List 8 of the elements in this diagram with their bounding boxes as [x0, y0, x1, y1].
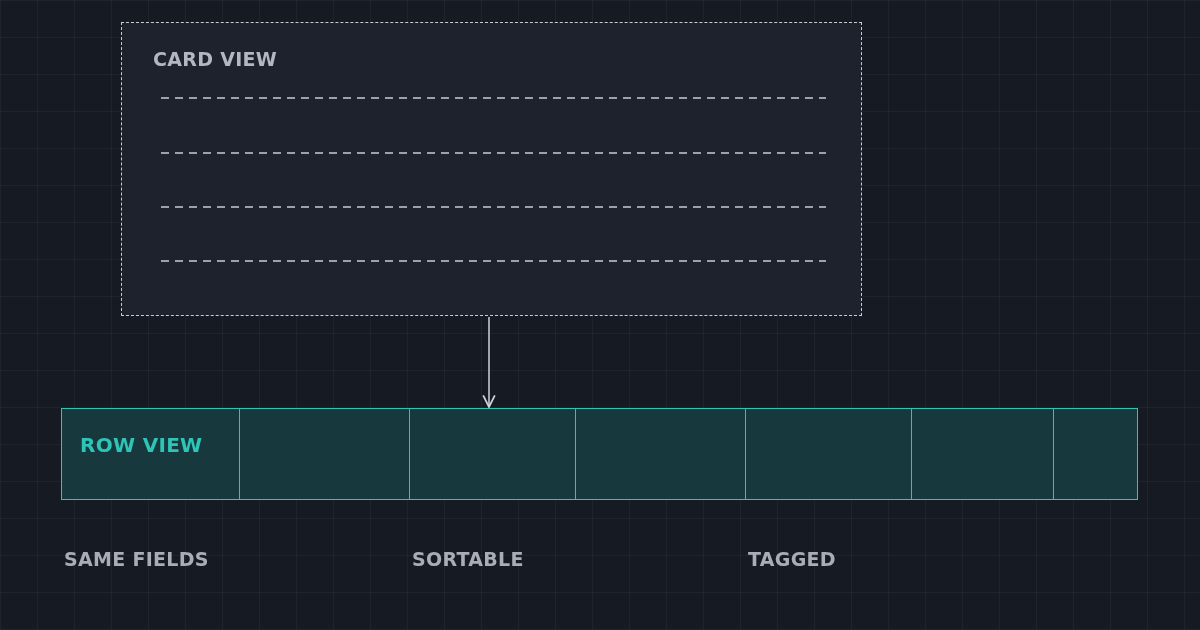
card-title: CARD VIEW — [153, 48, 278, 70]
row-title: ROW VIEW — [80, 433, 203, 457]
arrow — [482, 316, 496, 408]
feature-label: SORTABLE — [412, 548, 524, 570]
feature-label: TAGGED — [748, 548, 836, 570]
row-view-bar — [61, 408, 1138, 500]
feature-label: SAME FIELDS — [64, 548, 209, 570]
card-view-panel — [121, 22, 862, 316]
